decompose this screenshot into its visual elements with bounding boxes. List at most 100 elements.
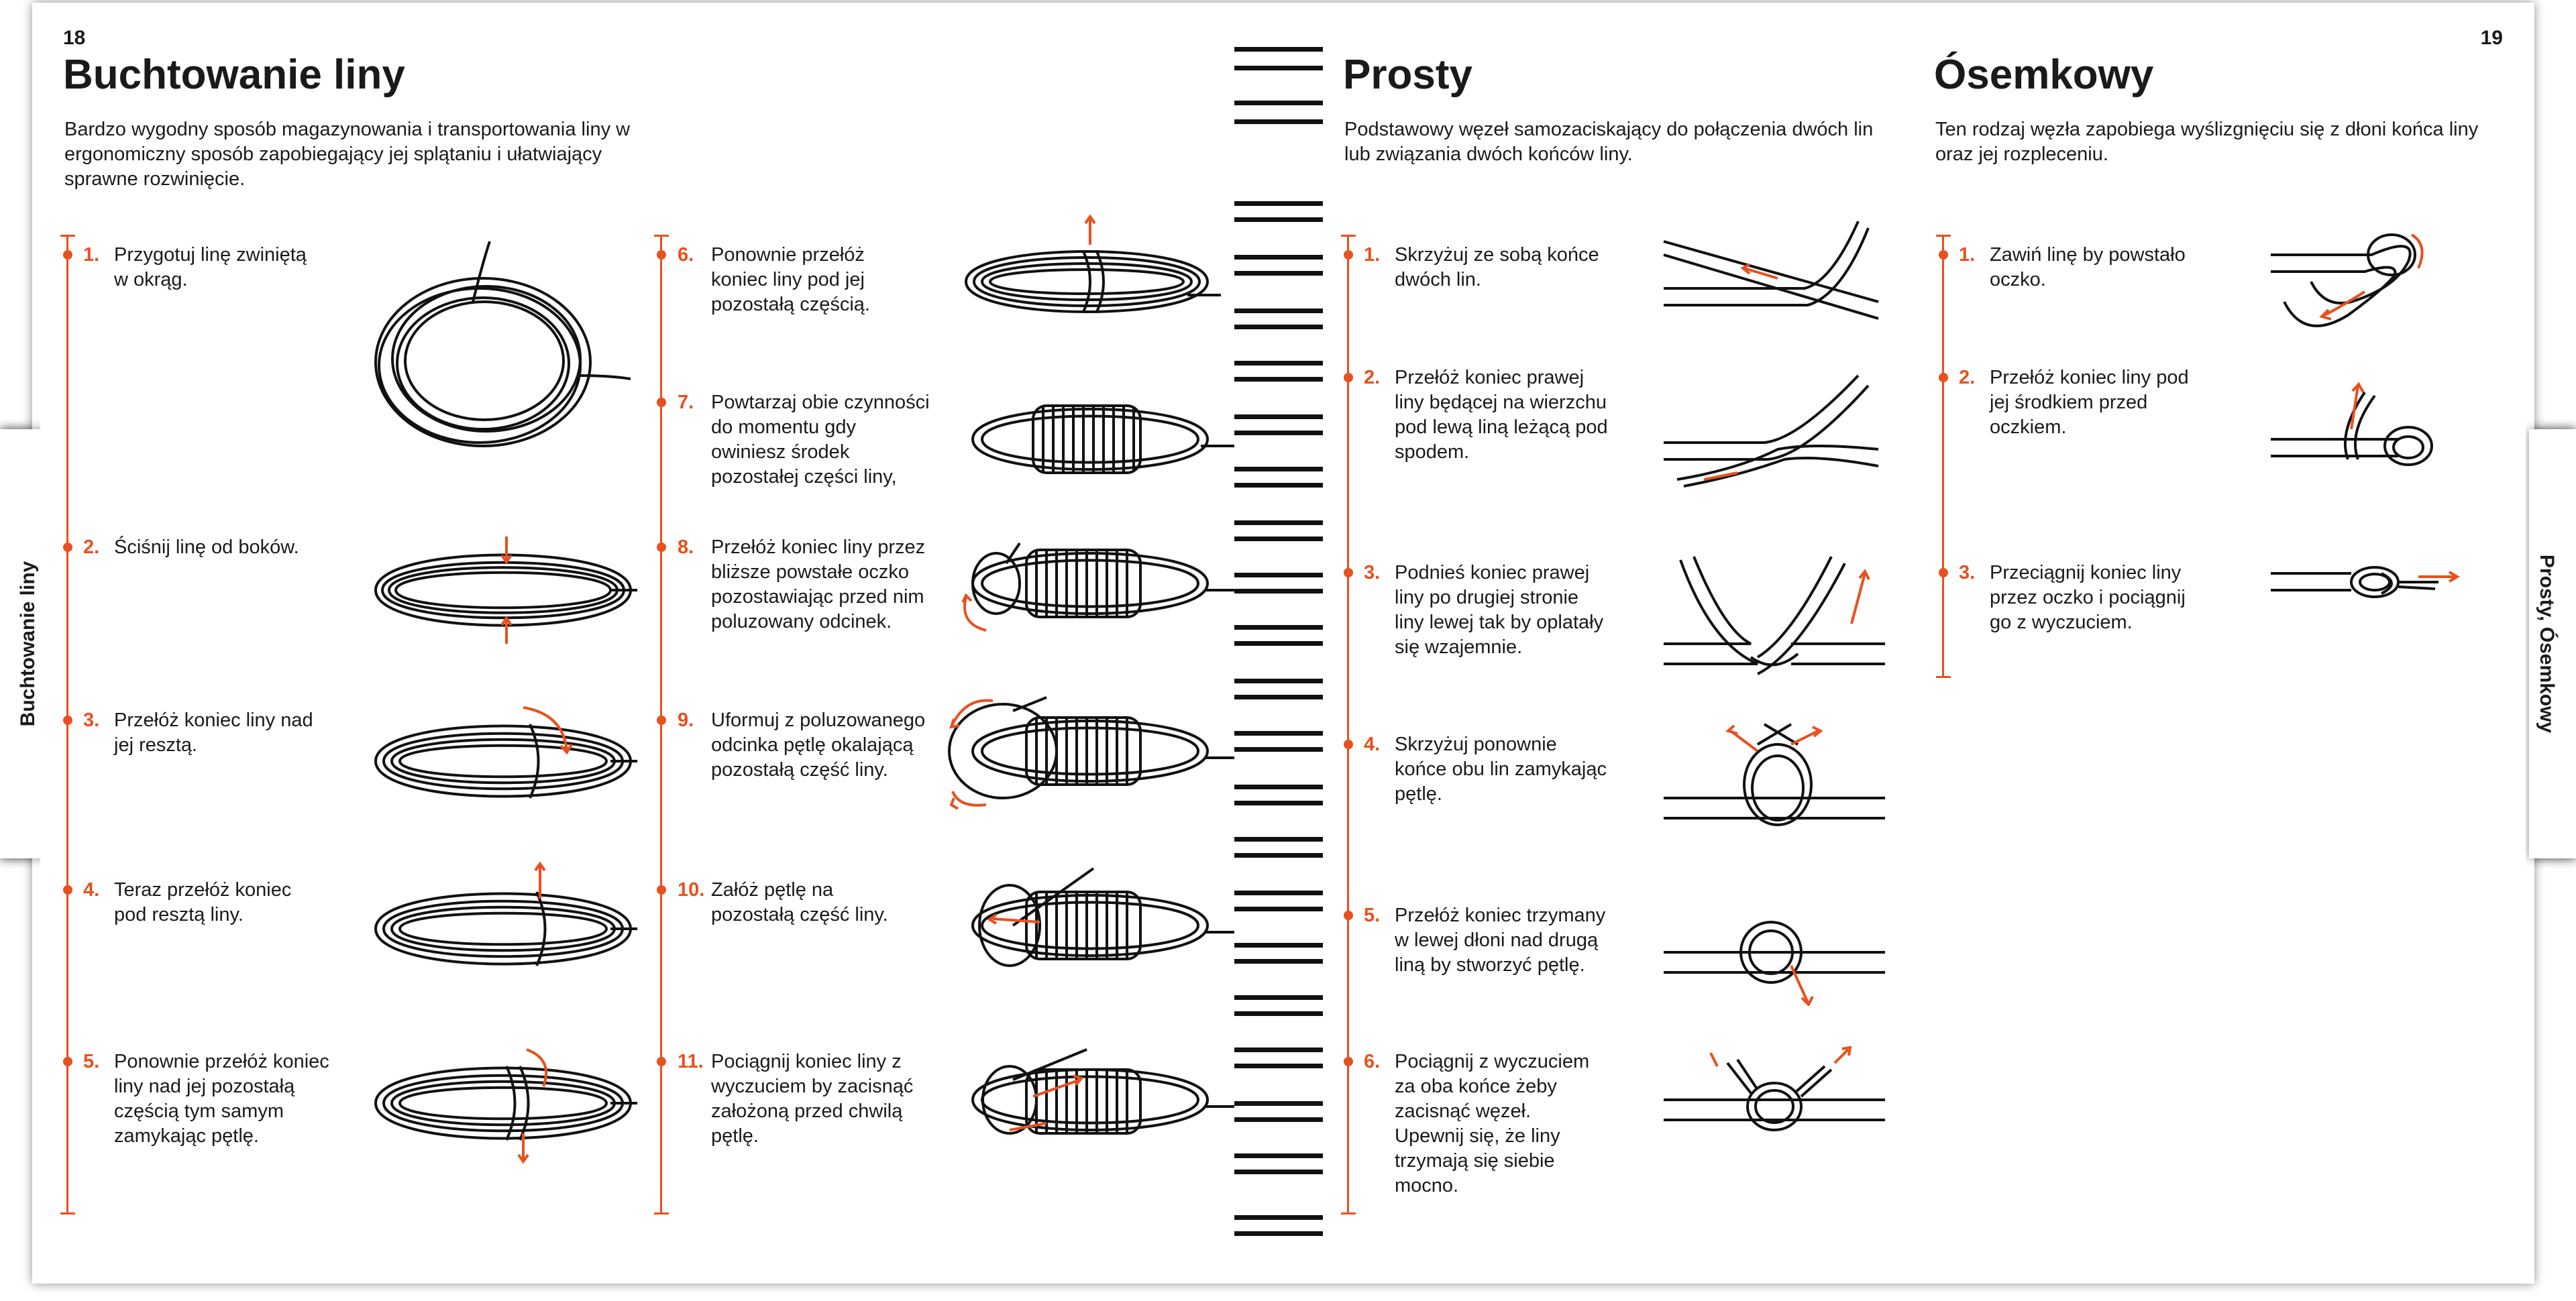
- binding-ring: [1234, 907, 1323, 911]
- binding-ring: [1234, 731, 1323, 736]
- binding-ring: [1234, 361, 1323, 365]
- rope-coil-illustration-11: [946, 1033, 1248, 1160]
- binding-ring: [1234, 1064, 1323, 1068]
- page-number-left: 18: [63, 27, 86, 49]
- binding-ring: [1234, 101, 1323, 105]
- coil-step-9: 9. Uformuj z poluzowanego odcinka pętlę …: [678, 708, 959, 815]
- step-number: 3.: [1959, 562, 1976, 583]
- binding-ring: [1234, 1048, 1323, 1052]
- step-dot: [657, 250, 666, 260]
- binding-ring: [1234, 785, 1323, 789]
- osemkowy-step-1: 1. Zawiń linę by powstało oczko.: [1959, 243, 2241, 296]
- step-text: Ponownie przełóż koniec liny nad jej poz…: [114, 1051, 329, 1147]
- step-text: Załóż pętlę na pozostałą część liny.: [711, 879, 888, 925]
- coil-step-7: 7. Powtarzaj obie czynności do momentu g…: [678, 390, 959, 498]
- step-dot: [1344, 911, 1353, 920]
- binding-ring: [1234, 520, 1323, 525]
- intro-osemkowy: Ten rodzaj węzła zapobiega wyślizgnięciu…: [1935, 119, 2479, 165]
- rope-coil-illustration-9: [939, 684, 1248, 818]
- rope-coil-illustration-10: [946, 858, 1248, 986]
- page-number-right: 19: [2480, 27, 2503, 49]
- rope-coil-illustration-1: [356, 235, 678, 456]
- binding-ring: [1234, 66, 1323, 70]
- timeline-tick: [1341, 235, 1356, 237]
- step-text: Uformuj z poluzowanego odcinka pętlę oka…: [711, 710, 926, 781]
- step-number: 6.: [1364, 1051, 1381, 1072]
- binding-ring: [1234, 853, 1323, 858]
- binding-ring: [1234, 891, 1323, 895]
- binding-ring: [1234, 801, 1323, 805]
- figure-eight-illustration-2: [2264, 379, 2465, 486]
- step-text: Przygotuj linę zwiniętą w okrąg.: [114, 244, 307, 290]
- step-number: 1.: [83, 244, 100, 266]
- section-title-osemkowy: Ósemkowy: [1934, 52, 2154, 98]
- square-knot-illustration-5: [1657, 885, 1898, 1006]
- side-sheet-right: [2529, 429, 2576, 858]
- step-number: 5.: [1364, 905, 1381, 926]
- step-dot: [657, 543, 666, 552]
- timeline-osemkowy: [1942, 235, 1944, 677]
- step-dot: [657, 1057, 666, 1066]
- timeline-tick: [654, 235, 669, 237]
- step-number: 10.: [678, 879, 705, 901]
- figure-eight-illustration-1: [2264, 221, 2465, 355]
- rope-coil-illustration-8: [946, 530, 1248, 644]
- binding-ring: [1234, 943, 1323, 948]
- osemkowy-step-3: 3. Przeciągnij koniec liny przez oczko i…: [1959, 561, 2241, 641]
- step-dot: [1939, 568, 1948, 577]
- binding-ring: [1234, 47, 1323, 52]
- step-dot: [1939, 373, 1948, 382]
- binding-ring: [1234, 589, 1323, 593]
- step-text: Przełóż koniec trzymany w lewej dłoni na…: [1395, 905, 1606, 976]
- binding-ring: [1234, 414, 1323, 419]
- step-number: 11.: [678, 1051, 704, 1072]
- binding-ring: [1234, 837, 1323, 842]
- timeline-tick: [60, 1212, 75, 1214]
- rope-coil-illustration-3: [362, 697, 651, 825]
- prosty-step-3: 3. Podnieś koniec prawej liny po drugiej…: [1364, 561, 1632, 668]
- step-text: Ściśnij linę od boków.: [114, 536, 299, 558]
- coil-step-8: 8. Przełóż koniec liny przez bliższe pow…: [678, 535, 959, 669]
- step-dot: [1344, 568, 1353, 577]
- timeline-tick: [60, 235, 75, 237]
- side-tab-right: Prosty, Ósemkowy: [2536, 554, 2558, 734]
- rope-coil-illustration-4: [362, 858, 651, 993]
- step-text: Ponownie przełóż koniec liny pod jej poz…: [711, 244, 870, 315]
- step-number: 2.: [1364, 367, 1381, 388]
- step-dot: [63, 885, 72, 895]
- square-knot-illustration-6: [1657, 1033, 1898, 1153]
- step-text: Skrzyżuj ze sobą końce dwóch lin.: [1395, 244, 1599, 290]
- rope-coil-illustration-6: [953, 208, 1241, 335]
- step-number: 7.: [678, 392, 694, 413]
- osemkowy-step-2: 2. Przełóż koniec liny pod jej środkiem …: [1959, 365, 2241, 446]
- step-dot: [657, 885, 666, 895]
- binding-ring: [1234, 255, 1323, 260]
- prosty-step-5: 5. Przełóż koniec trzymany w lewej dłoni…: [1364, 903, 1632, 984]
- intro-buchtowanie: Bardzo wygodny sposób magazynowania i tr…: [64, 119, 631, 190]
- square-knot-illustration-1: [1657, 208, 1898, 335]
- binding-ring: [1234, 483, 1323, 488]
- step-number: 2.: [1959, 367, 1976, 388]
- step-dot: [1344, 250, 1353, 260]
- step-text: Przełóż koniec liny pod jej środkiem prz…: [1990, 367, 2189, 438]
- step-dot: [1344, 740, 1353, 749]
- side-sheet-left: [0, 429, 47, 858]
- binding-ring: [1234, 747, 1323, 752]
- step-text: Teraz przełóż koniec pod resztą liny.: [114, 879, 292, 925]
- binding-ring: [1234, 119, 1323, 124]
- binding-ring: [1234, 1011, 1323, 1016]
- step-dot: [63, 1057, 72, 1066]
- right-page: 19 Prosty Podstawowy węzeł samozaciskają…: [1332, 7, 2526, 1281]
- step-number: 8.: [678, 536, 694, 558]
- prosty-step-2: 2. Przełóż koniec prawej liny będącej na…: [1364, 365, 1632, 473]
- side-tab-left: Buchtowanie liny: [17, 561, 39, 727]
- step-number: 1.: [1364, 244, 1381, 266]
- step-number: 3.: [1364, 562, 1381, 583]
- timeline-tick: [654, 1212, 669, 1214]
- binding-ring: [1234, 308, 1323, 313]
- step-dot: [1344, 373, 1353, 382]
- step-dot: [1344, 1057, 1353, 1066]
- rope-coil-illustration-5: [362, 1033, 651, 1174]
- coil-step-5: 5. Ponownie przełóż koniec liny nad jej …: [83, 1050, 365, 1157]
- intro-prosty: Podstawowy węzeł samozaciskający do połą…: [1344, 119, 1874, 165]
